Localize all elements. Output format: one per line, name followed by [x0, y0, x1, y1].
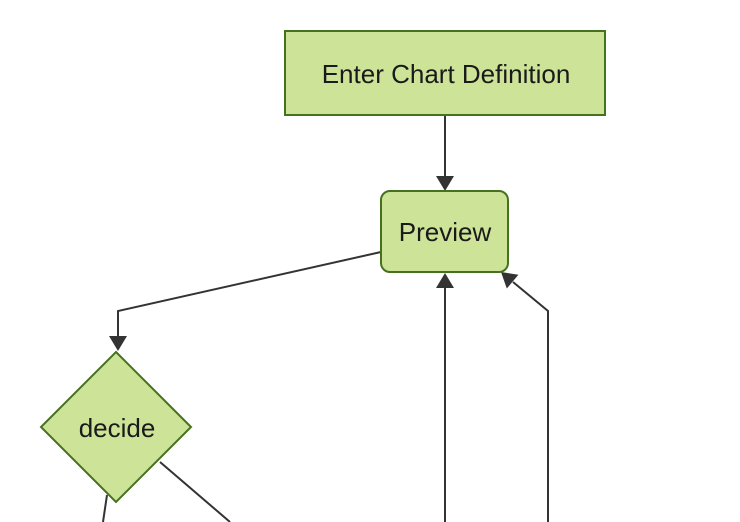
node-decide-label: decide: [79, 413, 156, 443]
edge-enter-to-preview: [436, 115, 454, 191]
edge-bottom-right-to-preview: [501, 272, 549, 522]
arrowhead-icon: [109, 336, 127, 351]
node-preview-shape: [380, 190, 509, 273]
node-decide-shape: [39, 350, 193, 504]
arrowhead-icon: [436, 273, 454, 288]
arrowhead-icon: [501, 272, 519, 289]
node-enter-chart-definition: Enter Chart Definition: [284, 30, 606, 116]
edge-preview-to-decide-line: [117, 251, 382, 337]
edge-preview-to-decide: [109, 251, 382, 351]
node-enter-chart-definition-shape: [284, 30, 606, 116]
edge-decide-to-bottom-left: [102, 494, 108, 522]
edge-decide-to-bottom-right-line: [159, 461, 231, 522]
node-decide: decide: [39, 350, 193, 504]
edge-decide-to-bottom-left-line: [102, 494, 108, 522]
node-preview: Preview: [380, 190, 509, 273]
edge-bottom-right-to-preview-line: [512, 281, 549, 522]
node-preview-label: Preview: [399, 217, 492, 247]
arrowhead-icon: [436, 176, 454, 191]
node-enter-chart-definition-label: Enter Chart Definition: [322, 59, 571, 89]
edge-decide-to-bottom-right: [159, 461, 231, 522]
edge-bottom-center-to-preview: [436, 273, 454, 522]
